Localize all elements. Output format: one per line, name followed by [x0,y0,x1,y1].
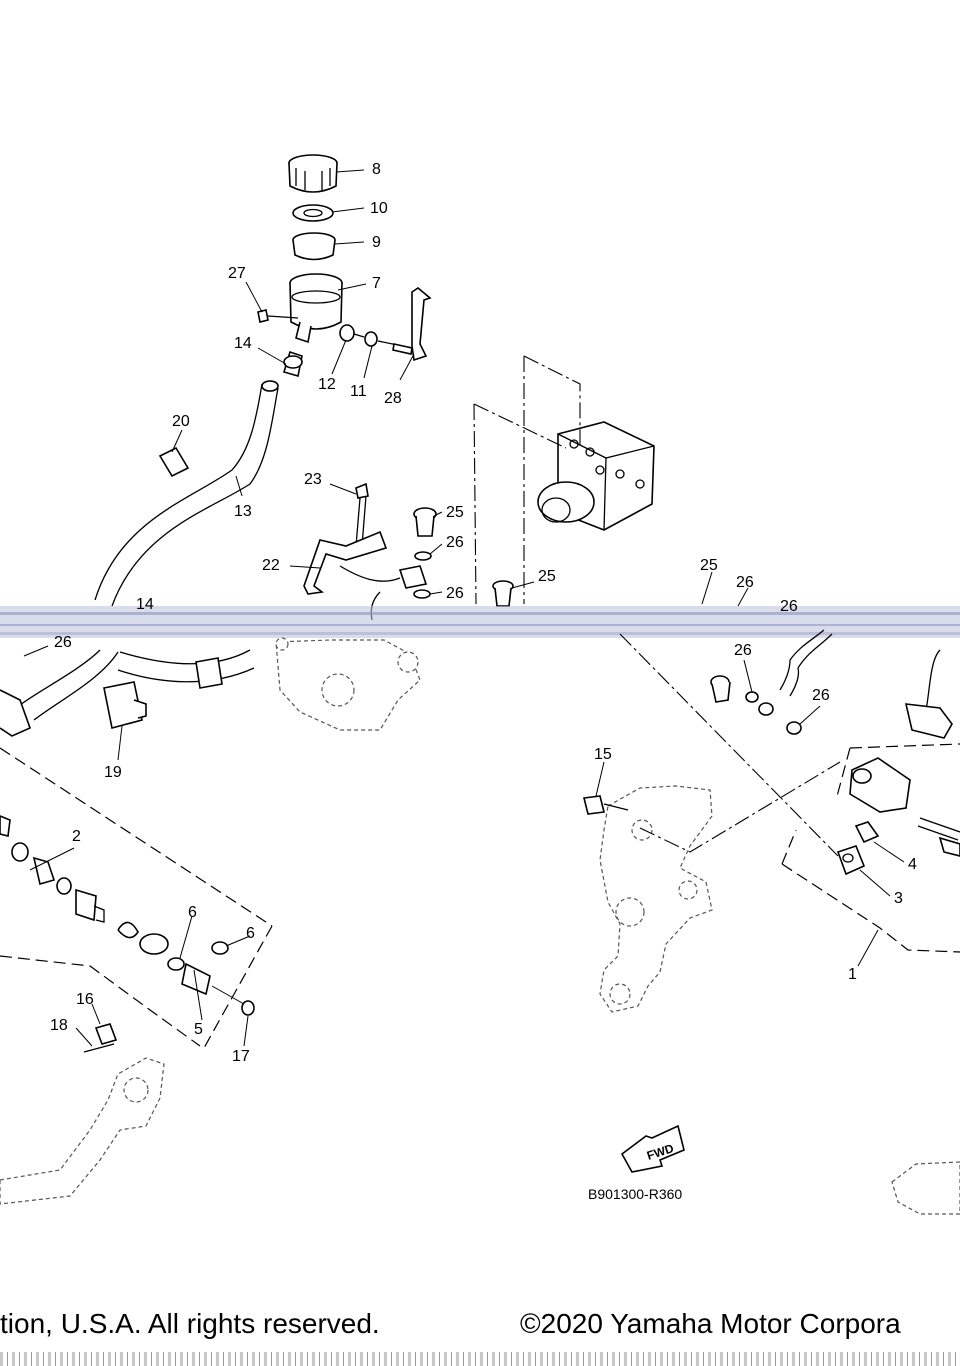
diaphragm [292,232,336,261]
copyright-footer: tion, U.S.A. All rights reserved. ©2020 … [0,1308,960,1352]
callout-26-d: 26 [780,598,798,615]
callout-6-a: 6 [188,904,197,921]
right-hose [779,629,953,739]
callout-20: 20 [172,413,190,430]
callout-26-g: 26 [812,687,830,704]
callout-22: 22 [262,557,280,574]
caliper-outline [275,637,421,731]
brake-switch [103,681,147,729]
master-cylinder-kit [0,815,255,1016]
copyright-text: ©2020 Yamaha Motor Corpora [520,1308,901,1339]
callout-10: 10 [370,200,388,217]
callout-26-a: 26 [446,534,464,551]
callout-2: 2 [72,828,81,845]
assembly-boundaries [0,743,960,1049]
callout-16: 16 [76,991,94,1008]
callout-19: 19 [104,764,122,781]
callout-8: 8 [372,161,381,178]
leader-lines [23,169,905,1047]
fwd-arrow-icon: FWD [620,1124,685,1173]
diaphragm-plate [292,204,334,222]
callout-11: 11 [350,383,367,400]
reservoir-tank [289,273,343,344]
callout-17: 17 [232,1048,250,1065]
callout-18: 18 [50,1017,68,1034]
callout-5: 5 [194,1021,203,1038]
brake-pedal [0,1023,165,1205]
callout-28: 28 [384,390,402,407]
callout-12: 12 [318,376,336,393]
footpeg-outline [891,1161,960,1215]
callout-25-b: 25 [538,568,556,585]
callout-26-e: 26 [54,634,72,651]
callout-7: 7 [372,275,381,292]
footrest-bracket [583,633,841,1013]
callout-25-c: 25 [700,557,718,574]
callout-1: 1 [848,966,857,983]
callout-26-f: 26 [734,642,752,659]
callout-6-b: 6 [246,925,255,942]
callout-14: 14 [234,335,252,352]
callout-labels: 8 10 9 27 7 14 12 11 28 20 13 23 25 26 2… [50,161,917,1065]
master-cylinder-right [836,757,960,876]
reservoir-hose [0,380,279,737]
callout-3: 3 [894,890,903,907]
callout-26-b: 26 [446,585,464,602]
callout-25-a: 25 [446,504,464,521]
hose-bracket [303,482,428,621]
figure-code: B901300-R360 [588,1186,682,1202]
callout-14-b: 14 [136,596,154,613]
abs-unit [473,355,655,605]
scan-noise-bottom [0,1352,960,1366]
callout-26-c: 26 [736,574,754,591]
callout-15: 15 [594,746,612,763]
callout-23: 23 [304,471,322,488]
union-bolts [413,507,802,735]
callout-4: 4 [908,856,917,873]
callout-27: 27 [228,265,246,282]
callout-13: 13 [234,503,252,520]
callout-9: 9 [372,234,381,251]
scan-noise-band [0,606,960,638]
rights-text: tion, U.S.A. All rights reserved. [0,1308,380,1339]
reservoir-cap [288,154,338,193]
reservoir-hardware [257,287,432,378]
